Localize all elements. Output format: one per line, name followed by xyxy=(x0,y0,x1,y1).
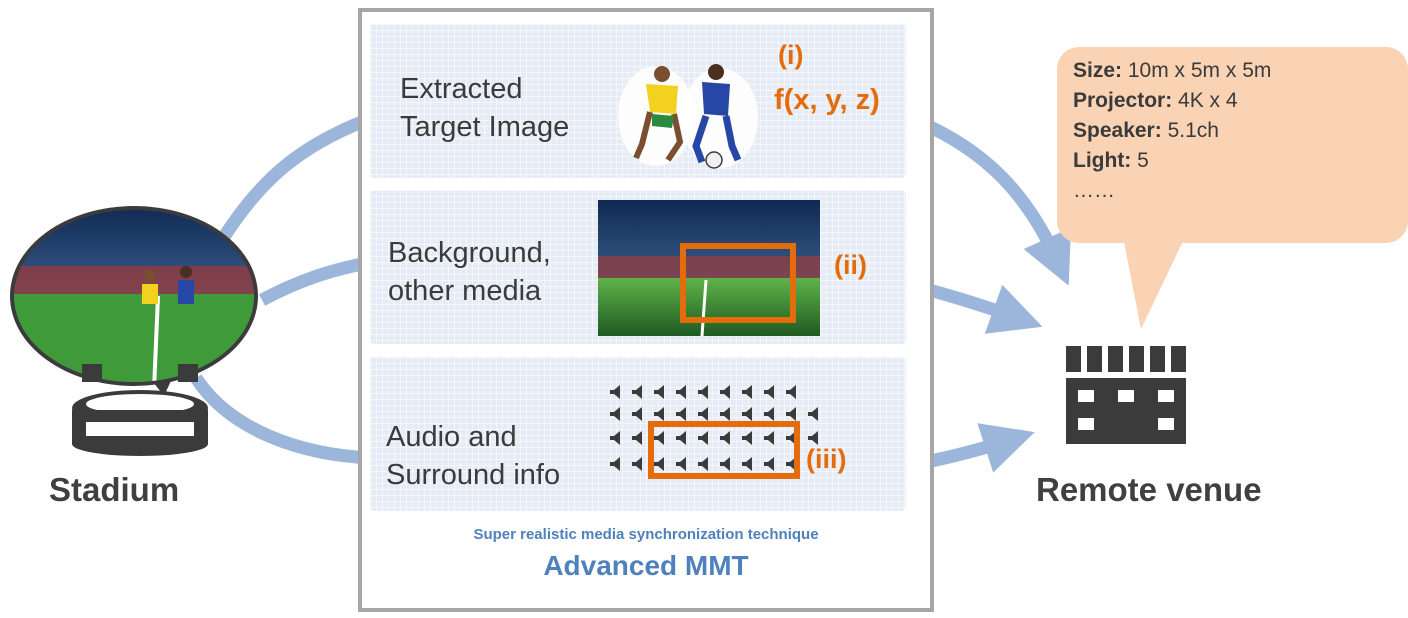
stadium-group xyxy=(10,206,258,456)
marker-i: (i) xyxy=(778,40,804,70)
arrow-stadium-to-target xyxy=(216,111,375,244)
spec-light: Light: 5 xyxy=(1073,149,1149,172)
spec-speaker: Speaker: 5.1ch xyxy=(1073,119,1219,142)
spec-projector: Projector: 4K x 4 xyxy=(1073,89,1238,112)
players-image xyxy=(618,64,758,169)
background-image xyxy=(598,200,820,336)
marker-iii: (iii) xyxy=(806,444,847,474)
remote-venue-label: Remote venue xyxy=(1036,471,1262,508)
row-label-audio: Audio and Surround info xyxy=(386,421,561,491)
speaker-row-3 xyxy=(610,431,818,445)
spec-more: …… xyxy=(1073,179,1115,202)
advanced-mmt-title: Advanced MMT xyxy=(543,550,749,581)
arrow-stadium-to-audio xyxy=(190,374,373,465)
row-label-extracted-target: Extracted Target Image xyxy=(400,73,570,143)
arrow-target-to-venue xyxy=(907,111,1071,286)
stadium-scene-image xyxy=(14,210,254,382)
formula-fxyz: f(x, y, z) xyxy=(774,84,880,116)
speaker-right-icon xyxy=(178,364,198,382)
venue-specs: Size: 10m x 5m x 5m Projector: 4K x 4 Sp… xyxy=(1073,56,1271,206)
row-label-background: Background, other media xyxy=(388,237,551,307)
speaker-row-2 xyxy=(610,407,818,421)
stadium-icon xyxy=(72,390,208,456)
venue-building-icon xyxy=(1066,346,1186,444)
speaker-left-icon xyxy=(82,364,102,382)
speaker-row-4 xyxy=(610,457,796,471)
speaker-grid xyxy=(610,385,818,479)
spec-bubble xyxy=(1057,47,1408,329)
spec-size: Size: 10m x 5m x 5m xyxy=(1073,59,1272,82)
technique-subtitle: Super realistic media synchronization te… xyxy=(473,526,819,543)
speaker-row-1 xyxy=(610,385,796,399)
marker-ii: (ii) xyxy=(834,250,867,280)
stadium-label: Stadium xyxy=(49,471,180,508)
